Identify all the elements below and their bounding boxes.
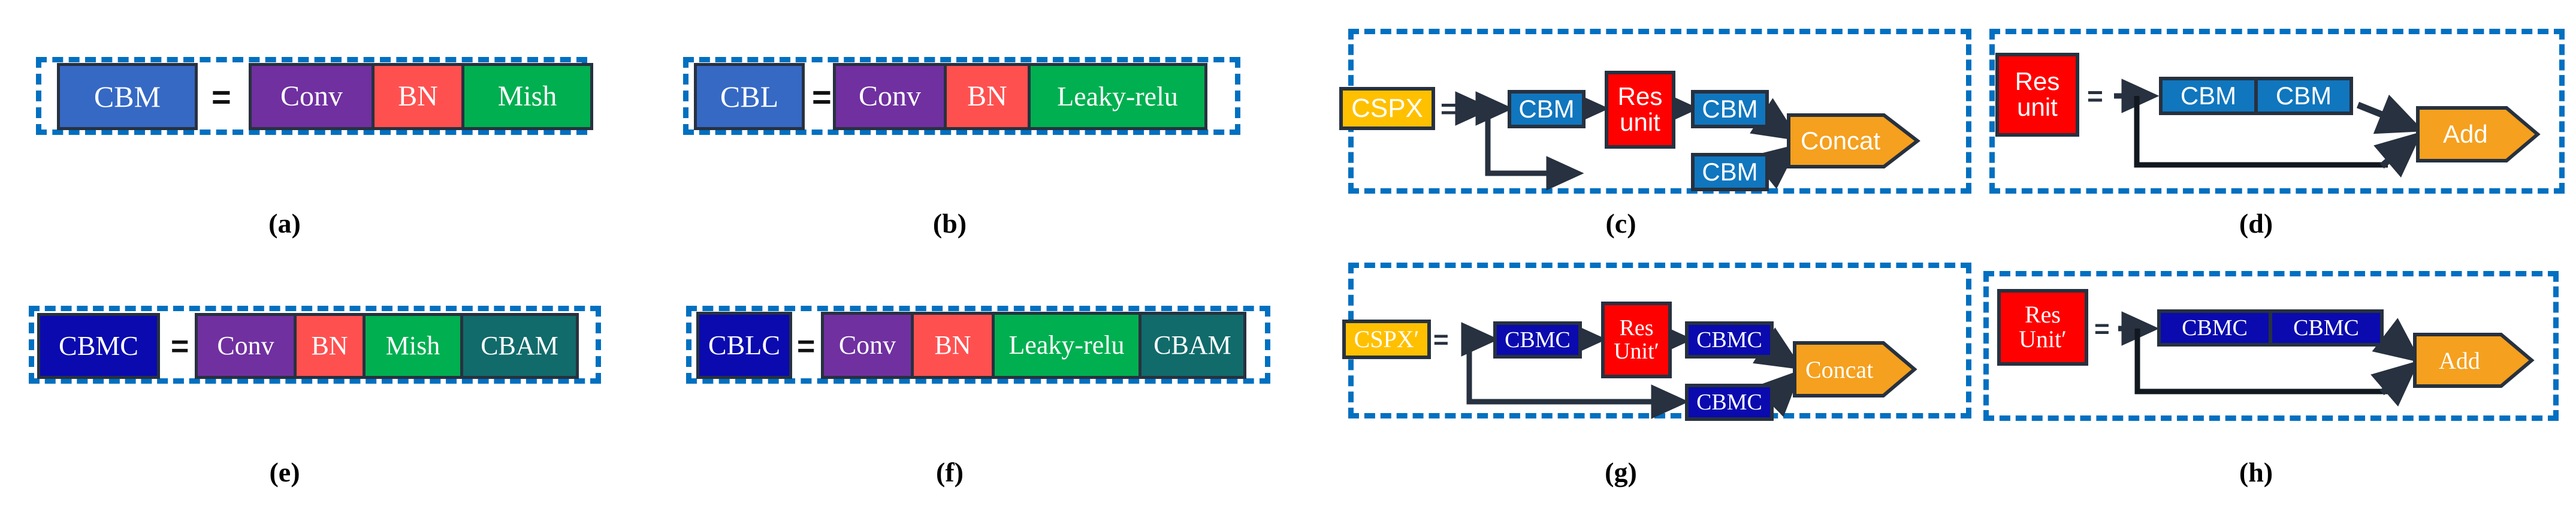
panel-h-cbmc-1-label: CBMC — [2182, 315, 2248, 341]
panel-a-seg-mish-label: Mish — [497, 80, 557, 112]
panel-h-cbmc-2[interactable]: CBMC — [2269, 309, 2384, 347]
panel-e-seg-mish-label: Mish — [385, 331, 440, 360]
panel-c-caption: (c) — [1605, 208, 1636, 239]
panel-c-merge-label: Concat — [1801, 127, 1881, 155]
panel-e-rhs-group: Conv BN Mish CBAM — [195, 313, 579, 379]
panel-g-cbmc-top-2-label: CBMC — [1696, 327, 1762, 353]
panel-a-equals-sign: = — [212, 78, 231, 116]
panel-f-seg-cbam-label: CBAM — [1153, 330, 1231, 360]
panel-d-cbm-2-label: CBM — [2275, 82, 2332, 110]
panel-e-seg-bn-label: BN — [311, 331, 348, 360]
panel-h-caption: (h) — [2239, 457, 2273, 487]
panel-d-equals-sign: = — [2087, 80, 2103, 112]
panel-e-caption: (e) — [269, 457, 300, 487]
panel-e-equals-sign: = — [171, 329, 189, 364]
panel-f-rhs-group: Conv BN Leaky-relu CBAM — [821, 312, 1246, 379]
panel-d-merge-label: Add — [2443, 120, 2488, 148]
panel-g-lhs-label: CSPX′ — [1354, 325, 1420, 353]
panel-h-cbmc-pair: CBMC CBMC — [2157, 309, 2384, 347]
panel-c-lhs-label: CSPX — [1351, 93, 1423, 123]
panel-c-cbm-bottom[interactable]: CBM — [1691, 153, 1769, 191]
panel-c-res-unit-label: Res unit — [1617, 82, 1663, 136]
panel-f-lhs-box[interactable]: CBLC — [696, 312, 792, 379]
panel-c-cbm-top-1-label: CBM — [1518, 94, 1575, 123]
panel-b-lhs-box[interactable]: CBL — [694, 63, 805, 130]
panel-f-seg-bn-label: BN — [934, 330, 971, 360]
panel-d-cbm-pair: CBM CBM — [2159, 77, 2353, 115]
panel-c-lhs-box[interactable]: CSPX — [1339, 87, 1435, 130]
panel-h-merge-label: Add — [2439, 347, 2480, 374]
panel-a-seg-conv[interactable]: Conv — [249, 63, 375, 130]
panel-b-seg-conv[interactable]: Conv — [833, 63, 947, 130]
panel-a-seg-mish[interactable]: Mish — [461, 63, 593, 130]
panel-f-seg-conv-label: Conv — [838, 330, 896, 360]
panel-b-rhs-group: Conv BN Leaky-relu — [833, 63, 1207, 130]
panel-a-seg-bn-label: BN — [398, 80, 438, 112]
panel-b-equals-sign: = — [812, 78, 832, 116]
panel-g-cbmc-bottom-label: CBMC — [1696, 389, 1762, 415]
panel-a-seg-conv-label: Conv — [280, 80, 343, 112]
panel-h-equals-sign: = — [2094, 314, 2110, 344]
panel-f-caption: (f) — [936, 457, 964, 487]
panel-d-cbm-1-label: CBM — [2180, 82, 2237, 110]
panel-g-lhs-box[interactable]: CSPX′ — [1342, 320, 1431, 359]
panel-d-lhs-label: Res unit — [2015, 67, 2060, 121]
panel-g-merge-label: Concat — [1805, 356, 1874, 383]
panel-g-res-unit-label: Res Unit′ — [1614, 315, 1659, 364]
panel-b-lhs-label: CBL — [720, 80, 779, 113]
panel-g-equals-sign: = — [1433, 325, 1449, 354]
panel-e-seg-cbam-label: CBAM — [481, 331, 558, 360]
panel-e-seg-conv[interactable]: Conv — [195, 313, 297, 379]
panel-a-caption: (a) — [268, 208, 301, 239]
panel-g-cbmc-top-2[interactable]: CBMC — [1685, 321, 1774, 359]
panel-a-seg-bn[interactable]: BN — [372, 63, 464, 130]
panel-f-equals-sign: = — [797, 329, 816, 364]
panel-a-rhs-group: Conv BN Mish — [249, 63, 593, 130]
panel-c-cbm-top-2-label: CBM — [1702, 94, 1758, 123]
panel-h-lhs-label: Res Unit′ — [2019, 301, 2067, 353]
panel-b-seg-leakyrelu-label: Leaky-relu — [1057, 81, 1178, 112]
panel-e-seg-cbam[interactable]: CBAM — [460, 313, 579, 379]
panel-g-caption: (g) — [1605, 457, 1637, 487]
panel-f-seg-leakyrelu[interactable]: Leaky-relu — [992, 312, 1141, 379]
panel-f-lhs-label: CBLC — [708, 330, 781, 360]
panel-d-cbm-1[interactable]: CBM — [2159, 77, 2258, 115]
panel-b-seg-bn-label: BN — [967, 80, 1007, 112]
panel-d-cbm-2[interactable]: CBM — [2254, 77, 2353, 115]
panel-e-lhs-label: CBMC — [59, 330, 138, 361]
panel-f-seg-conv[interactable]: Conv — [821, 312, 914, 379]
panel-b-seg-leakyrelu[interactable]: Leaky-relu — [1028, 63, 1207, 130]
panel-a-lhs-label: CBM — [93, 80, 161, 113]
panel-b-caption: (b) — [932, 208, 967, 239]
panel-b-seg-conv-label: Conv — [858, 80, 921, 112]
panel-f-seg-cbam[interactable]: CBAM — [1138, 312, 1246, 379]
panel-g-cbmc-bottom[interactable]: CBMC — [1685, 384, 1774, 421]
panel-f-seg-bn[interactable]: BN — [911, 312, 995, 379]
panel-c-equals-sign: = — [1440, 93, 1457, 124]
panel-c-cbm-top-1[interactable]: CBM — [1508, 90, 1586, 128]
panel-f-seg-leakyrelu-label: Leaky-relu — [1008, 330, 1125, 360]
panel-h-cbmc-2-label: CBMC — [2293, 315, 2359, 341]
panel-b-seg-bn[interactable]: BN — [944, 63, 1031, 130]
panel-e-seg-conv-label: Conv — [217, 331, 274, 360]
panel-c-cbm-top-2[interactable]: CBM — [1691, 90, 1769, 128]
panel-c-res-unit[interactable]: Res unit — [1605, 71, 1675, 149]
panel-c-cbm-bottom-label: CBM — [1702, 157, 1758, 186]
panel-h-lhs-box[interactable]: Res Unit′ — [1997, 289, 2088, 366]
panel-a-lhs-box[interactable]: CBM — [57, 63, 198, 130]
panel-h-cbmc-1[interactable]: CBMC — [2157, 309, 2272, 347]
panel-e-lhs-box[interactable]: CBMC — [37, 313, 160, 379]
panel-g-res-unit[interactable]: Res Unit′ — [1601, 302, 1672, 378]
panel-e-seg-mish[interactable]: Mish — [363, 313, 463, 379]
panel-g-cbmc-top-1-label: CBMC — [1505, 327, 1571, 353]
panel-e-seg-bn[interactable]: BN — [294, 313, 366, 379]
panel-g-cbmc-top-1[interactable]: CBMC — [1493, 321, 1582, 359]
panel-d-lhs-box[interactable]: Res unit — [1995, 53, 2079, 137]
panel-d-caption: (d) — [2239, 208, 2273, 239]
